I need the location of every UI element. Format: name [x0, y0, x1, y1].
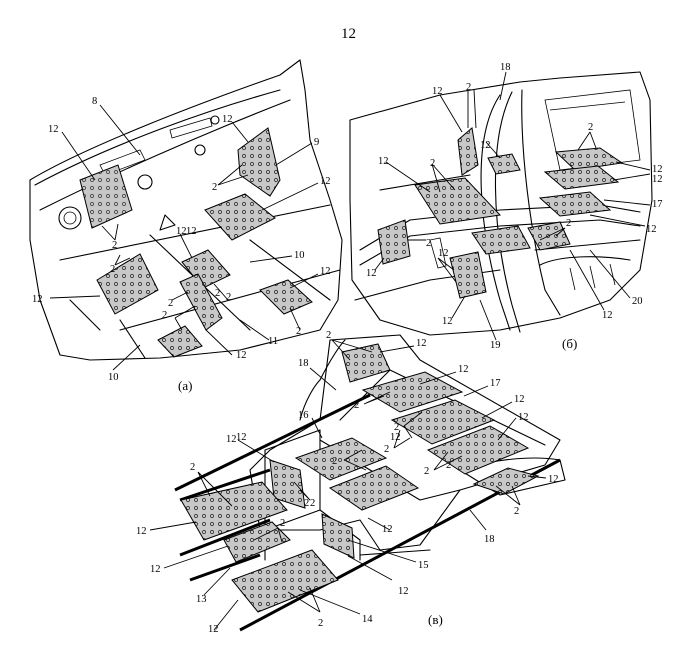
- callout-label: 2: [394, 422, 399, 433]
- callout-label: 2: [514, 506, 519, 517]
- callout-label: 2: [215, 288, 220, 299]
- callout-label: 12: [320, 176, 331, 187]
- subfigure-b: [349, 71, 653, 341]
- callout-label: 12: [366, 268, 377, 279]
- callout-label: 2: [446, 460, 451, 471]
- callout-label: 12: [136, 526, 147, 537]
- callout-label: 12: [378, 156, 389, 167]
- callout-label: 10: [294, 250, 305, 261]
- callout-label: 14: [362, 614, 373, 625]
- callout-label: 12: [48, 124, 59, 135]
- callout-label: 2: [168, 298, 173, 309]
- callout-label: 12: [416, 338, 427, 349]
- subfigure-a-labels: 8 12 12 2 9 12 2 12 2 12 10 12 2 2 12 2 …: [32, 96, 331, 393]
- callout-label: 2: [354, 400, 359, 411]
- subfigure-a: [29, 59, 343, 371]
- callout-label: 2: [318, 618, 323, 629]
- callout-label: 2: [466, 82, 471, 93]
- callout-label: 12: [390, 432, 401, 443]
- callout-label: 12: [32, 294, 43, 305]
- callout-label: 18: [298, 358, 309, 369]
- callout-label: 18: [500, 62, 511, 73]
- callout-label: 11: [268, 336, 278, 347]
- callout-label: 12: [226, 434, 237, 445]
- callout-label: 2: [162, 310, 167, 321]
- callout-label: 2: [332, 456, 337, 467]
- callout-label: 12: [398, 586, 409, 597]
- callout-label: 2: [566, 218, 571, 229]
- callout-label: 2: [110, 264, 115, 275]
- callout-label: 8: [92, 96, 97, 107]
- callout-label: 12: [652, 174, 663, 185]
- callout-label: 12: [458, 364, 469, 375]
- callout-label: 2: [280, 518, 285, 529]
- callout-label: 2: [304, 498, 309, 509]
- callout-label: 17: [652, 199, 663, 210]
- callout-label: 20: [632, 296, 643, 307]
- callout-label: 2: [310, 498, 315, 509]
- callout-label: 2: [190, 462, 195, 473]
- callout-label: 2: [384, 444, 389, 455]
- callout-label: 2: [426, 238, 431, 249]
- callout-label: 12: [548, 474, 559, 485]
- callout-label: 10: [108, 372, 119, 383]
- caption-a: (а): [178, 378, 192, 393]
- callout-label: 12: [208, 624, 219, 635]
- caption-b: (б): [562, 336, 577, 351]
- callout-label: 2: [430, 158, 435, 169]
- subfigure-b-labels: 18 12 2 12 2 12 2 12 12 12 2 17 12 2 12 …: [366, 62, 663, 351]
- callout-label: 12: [176, 226, 187, 237]
- callout-label: 12: [382, 524, 393, 535]
- callout-label: 12: [438, 248, 449, 259]
- callout-label: 12: [186, 226, 197, 237]
- callout-label: 2: [296, 326, 301, 337]
- callout-label: 2: [424, 466, 429, 477]
- callout-label: 17: [490, 378, 501, 389]
- callout-label: 18: [484, 534, 495, 545]
- callout-label: 2: [112, 240, 117, 251]
- figure-number: 12: [341, 26, 356, 42]
- callout-label: 12: [222, 114, 233, 125]
- callout-label: 12: [514, 394, 525, 405]
- callout-label: 12: [236, 432, 247, 443]
- callout-label: 12: [150, 564, 161, 575]
- callout-label: 2: [226, 292, 231, 303]
- callout-label: 16: [298, 410, 309, 421]
- caption-c: (в): [428, 612, 443, 627]
- subfigure-c: [149, 334, 566, 632]
- callout-label: 12: [652, 164, 663, 175]
- callout-label: 13: [196, 594, 207, 605]
- callout-label: 2: [326, 330, 331, 341]
- callout-label: 2: [588, 122, 593, 133]
- callout-label: 12: [480, 140, 491, 151]
- callout-label: 12: [432, 86, 443, 97]
- callout-label: 12: [442, 316, 453, 327]
- callout-label: 19: [490, 340, 501, 351]
- subfigure-c-labels: 2 12 18 12 2 17 12 16 12 2 12 2 2 2 2 2 …: [136, 330, 559, 635]
- callout-label: 12: [602, 310, 613, 321]
- callout-label: 12: [236, 350, 247, 361]
- callout-label: 12: [518, 412, 529, 423]
- callout-label: 2: [212, 182, 217, 193]
- callout-label: 12: [320, 266, 331, 277]
- callout-label: 12: [646, 224, 657, 235]
- callout-label: 15: [418, 560, 429, 571]
- callout-label: 9: [314, 137, 319, 148]
